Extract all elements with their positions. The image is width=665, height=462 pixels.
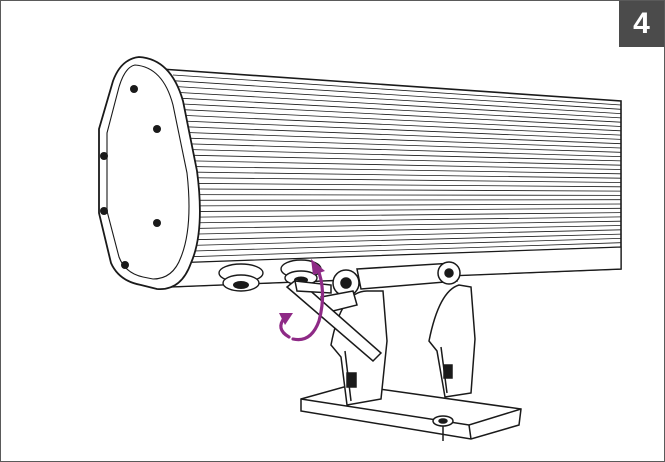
fin-line <box>172 160 622 170</box>
fin-line <box>172 242 622 258</box>
fin-line <box>172 91 622 119</box>
fin-line <box>172 148 622 162</box>
fin-line <box>172 154 622 166</box>
fin-line <box>172 203 622 207</box>
step-number-badge: 4 <box>619 1 664 47</box>
fin-line <box>172 233 622 247</box>
fin-line <box>172 120 622 140</box>
cable-gland-left <box>218 263 264 292</box>
fin-line <box>172 229 622 241</box>
fin-line <box>172 114 622 136</box>
screw-icon <box>153 125 161 133</box>
fin-line <box>172 171 622 179</box>
fin-line <box>172 108 622 132</box>
fin-line <box>172 165 622 175</box>
fin-line <box>172 188 622 192</box>
fin-line <box>172 131 622 149</box>
fin-line <box>172 238 622 252</box>
fin-line <box>172 207 622 213</box>
fin-line <box>172 143 622 157</box>
fin-line <box>172 74 622 106</box>
fin-line <box>172 80 622 110</box>
fin-line <box>172 177 622 183</box>
fin-line <box>172 137 622 153</box>
fin-line <box>172 225 622 235</box>
screw-icon <box>153 219 161 227</box>
fixture-body <box>148 68 622 288</box>
fin-line <box>172 182 622 188</box>
fin-line <box>172 199 622 201</box>
screw-icon <box>100 207 108 215</box>
end-cap <box>98 56 201 290</box>
screw-icon <box>130 85 138 93</box>
fin-line <box>172 103 622 127</box>
cooling-fins <box>172 74 622 264</box>
fin-line <box>172 194 622 196</box>
arrow-head-icon <box>311 259 325 275</box>
mounting-bracket <box>300 261 522 441</box>
fin-line <box>172 86 622 114</box>
fin-line <box>172 97 622 123</box>
fin-line <box>172 220 622 230</box>
fin-line <box>172 125 622 145</box>
fin-line <box>172 212 622 218</box>
screw-icon <box>100 152 108 160</box>
arrow-head-icon <box>279 313 293 325</box>
fin-line <box>172 216 622 224</box>
screw-icon <box>121 261 129 269</box>
